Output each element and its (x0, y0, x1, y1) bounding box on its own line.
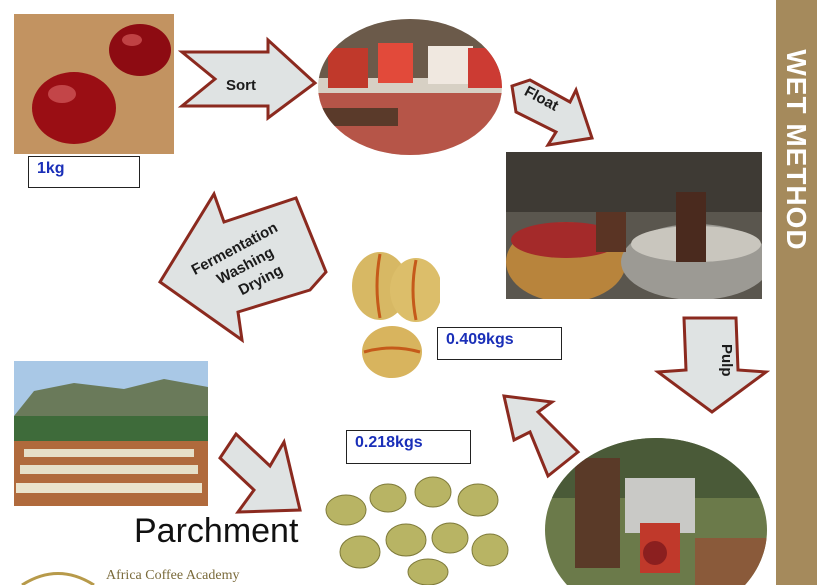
academy-logo-text: Africa Coffee Academy (106, 568, 240, 583)
float-arrow (510, 78, 594, 147)
sidebar-band (776, 0, 817, 585)
parchment-title: Parchment (134, 512, 299, 550)
academy-logo-icon (21, 572, 95, 585)
green-bean-photo (352, 252, 440, 378)
pulp-arrow (653, 316, 771, 414)
parchment-arrow (218, 431, 302, 514)
sort-arrow (177, 36, 318, 121)
cherry-photo (14, 14, 174, 154)
sort-label: Sort (226, 77, 256, 94)
drying-beds-photo (14, 361, 208, 506)
fermentation-arrow (157, 190, 328, 344)
parchment-photo (318, 470, 512, 585)
sorting-photo (318, 19, 502, 155)
pulping-photo (545, 438, 767, 585)
parchment-weight-label: 0.218kgs (346, 430, 471, 464)
green-weight-label: 0.409kgs (437, 327, 562, 360)
float-photo (506, 152, 762, 299)
pulp-label: Pulp (718, 344, 735, 377)
cherry-weight-label: 1kg (28, 156, 140, 188)
return-arrow (502, 394, 581, 479)
